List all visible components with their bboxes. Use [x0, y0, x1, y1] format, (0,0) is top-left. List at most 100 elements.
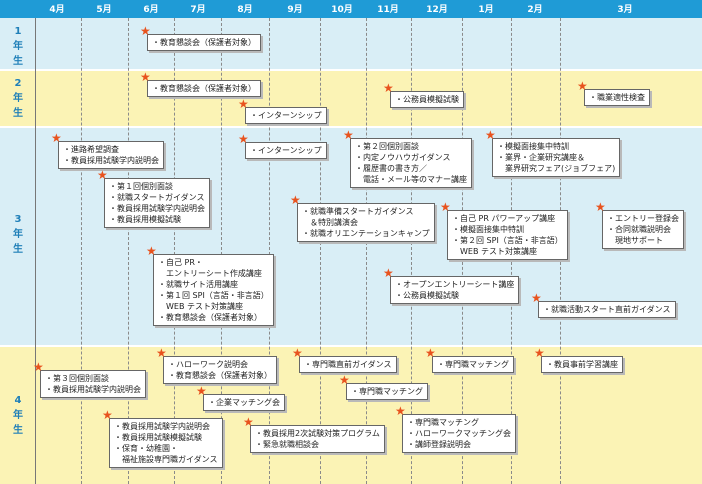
month-label: 3月	[617, 5, 633, 15]
month-label: 9月	[287, 5, 303, 15]
event-line: ・インターンシップ	[250, 111, 322, 120]
event-line: 福祉施設専門職ガイダンス	[114, 455, 218, 464]
year4-cell	[0, 347, 35, 484]
event-box: ・自己 PR・ エントリーシート作成講座・就職サイト活用講座・第１回 SPI（言…	[153, 254, 274, 326]
month-divider	[221, 18, 222, 484]
star-icon: ★	[292, 346, 303, 360]
event-box: ・模擬面接集中特訓・業界・企業研究講座＆ 業界研究フェア(ジョブフェア)	[492, 138, 621, 177]
star-icon: ★	[440, 200, 451, 214]
event-line: ・教員採用試験学内説明会	[45, 385, 141, 394]
month-label: 7月	[190, 5, 206, 15]
year3-cell	[0, 128, 35, 345]
event-box: ・公務員模擬試験	[390, 91, 464, 108]
event-box: ・職業適性検査	[584, 89, 650, 106]
year2-cell	[0, 71, 35, 126]
event-box: ・専門職マッチング	[346, 383, 428, 400]
event-line: ・自己 PR パワーアップ講座	[452, 214, 556, 223]
month-label: 11月	[377, 5, 399, 15]
star-icon: ★	[196, 384, 207, 398]
month-label: 5月	[96, 5, 112, 15]
star-icon: ★	[146, 244, 157, 258]
event-line: ＆特別講演会	[302, 218, 358, 227]
event-line: ・進路希望調査	[63, 145, 119, 154]
event-line: ・教育懇談会（保護者対象）	[168, 371, 272, 380]
event-line: ・教員事前学習講座	[546, 360, 618, 369]
month-label: 8月	[237, 5, 253, 15]
event-line: ・自己 PR・	[158, 258, 203, 267]
month-divider	[81, 18, 82, 484]
month-label: 10月	[331, 5, 353, 15]
year2-label: 2年生	[13, 78, 23, 119]
month-divider	[269, 18, 270, 484]
month-divider	[320, 18, 321, 484]
month-header-row	[0, 0, 702, 18]
event-line: ・講師登録説明会	[407, 440, 471, 449]
event-line: ・就職オリエンテーションキャンプ	[302, 229, 430, 238]
event-box: ・教員事前学習講座	[541, 356, 623, 373]
event-line: ・職業適性検査	[589, 93, 645, 102]
event-line: エントリーシート作成講座	[158, 269, 262, 278]
star-icon: ★	[534, 346, 545, 360]
star-icon: ★	[531, 291, 542, 305]
event-line: ・教育懇談会（保護者対象）	[152, 84, 256, 93]
star-icon: ★	[339, 373, 350, 387]
event-line: ・専門職直前ガイダンス	[304, 360, 392, 369]
event-box: ・専門職マッチング	[432, 356, 514, 373]
event-line: ・教員採用試験模擬試験	[114, 433, 202, 442]
event-box: ・オープンエントリーシート講座・公務員模擬試験	[390, 276, 520, 304]
year1-row	[35, 18, 702, 69]
event-box: ・就職活動スタート直前ガイダンス	[538, 301, 676, 318]
month-divider	[366, 18, 367, 484]
event-line: ・教員採用試験学内説明会	[63, 156, 159, 165]
event-line: ・業界・企業研究講座＆	[497, 153, 585, 162]
event-box: ・教育懇談会（保護者対象）	[147, 34, 261, 51]
star-icon: ★	[51, 131, 62, 145]
event-line: ・オープンエントリーシート講座	[395, 280, 515, 289]
event-box: ・教育懇談会（保護者対象）	[147, 80, 261, 97]
event-box: ・第２回個別面談・内定ノウハウガイダンス・履歴書の書き方／ 電話・メール等のマナ…	[350, 138, 472, 188]
star-icon: ★	[238, 97, 249, 111]
event-box: ・進路希望調査・教員採用試験学内説明会	[58, 141, 164, 169]
event-line: ・公務員模擬試験	[395, 291, 459, 300]
month-label: 4月	[49, 5, 65, 15]
event-box: ・教員採用2次試験対策プログラム・緊急就職相談会	[250, 425, 385, 453]
event-line: ・就職準備スタートガイダンス	[302, 207, 414, 216]
event-line: ・模擬面接集中特訓	[452, 225, 524, 234]
event-box: ・第３回個別面談・教員採用試験学内説明会	[40, 370, 146, 398]
star-icon: ★	[425, 346, 436, 360]
star-icon: ★	[140, 70, 151, 84]
event-line: ・専門職マッチング	[351, 387, 423, 396]
event-box: ・インターンシップ	[245, 142, 327, 159]
event-line: 電話・メール等のマナー講座	[355, 175, 467, 184]
event-line: ・教員採用模擬試験	[109, 215, 181, 224]
star-icon: ★	[97, 168, 108, 182]
event-box: ・専門職直前ガイダンス	[299, 356, 397, 373]
event-line: ・第３回個別面談	[45, 374, 109, 383]
month-label: 6月	[143, 5, 159, 15]
event-line: ・緊急就職相談会	[255, 440, 319, 449]
star-icon: ★	[343, 128, 354, 142]
month-label: 2月	[527, 5, 543, 15]
year4-label: 4年生	[13, 395, 23, 436]
event-box: ・就職準備スタートガイダンス ＆特別講演会・就職オリエンテーションキャンプ	[297, 203, 435, 242]
event-line: ・教員採用試験学内説明会	[109, 204, 205, 213]
event-line: ・第２回 SPI（言語・非言語）	[452, 236, 563, 245]
event-line: ・専門職マッチング	[407, 418, 479, 427]
event-line: ・就職スタートガイダンス	[109, 193, 205, 202]
star-icon: ★	[140, 24, 151, 38]
month-label: 1月	[478, 5, 494, 15]
month-divider	[35, 18, 36, 484]
event-line: ・ハローワーク説明会	[168, 360, 248, 369]
event-line: ・第１回 SPI（言語・非言語）	[158, 291, 269, 300]
star-icon: ★	[243, 415, 254, 429]
event-line: 現地サポート	[607, 236, 663, 245]
event-line: ・教育懇談会（保護者対象）	[158, 313, 262, 322]
event-line: ・エントリー登録会	[607, 214, 679, 223]
event-box: ・インターンシップ	[245, 107, 327, 124]
event-line: ・保育・幼稚園・	[114, 444, 178, 453]
event-line: ・ハローワークマッチング会	[407, 429, 511, 438]
event-box: ・自己 PR パワーアップ講座・模擬面接集中特訓・第２回 SPI（言語・非言語）…	[447, 210, 568, 260]
event-box: ・専門職マッチング・ハローワークマッチング会・講師登録説明会	[402, 414, 516, 453]
star-icon: ★	[395, 404, 406, 418]
